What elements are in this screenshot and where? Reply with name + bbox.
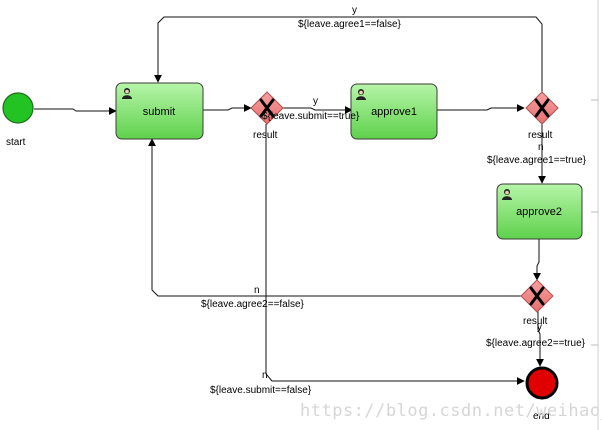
flow-submit-to-gateway1[interactable] <box>203 104 252 112</box>
task-approve1[interactable]: approve1 <box>350 83 438 140</box>
gateway-1-label: result <box>253 130 278 141</box>
gateway-2-label: result <box>528 130 553 141</box>
flow-label-g3-end-condition: ${leave.agree2==true} <box>486 338 586 349</box>
flow-gateway1-to-end[interactable] <box>265 124 525 385</box>
flow-label-g3-submit-name: n <box>254 285 260 296</box>
end-event-label: end <box>533 411 550 422</box>
flow-label-g1-end-name: n <box>262 370 268 381</box>
exclusive-x-icon <box>529 286 545 306</box>
task-approve1-label: approve1 <box>371 106 417 118</box>
task-approve2[interactable]: approve2 <box>496 183 583 240</box>
flow-gateway3-to-submit[interactable] <box>148 138 521 297</box>
task-approve2-label: approve2 <box>516 206 562 218</box>
start-event-label: start <box>6 137 26 148</box>
gateway-1[interactable] <box>250 91 284 125</box>
task-submit-label: submit <box>143 106 175 118</box>
watermark-text: https://blog.csdn.net/weihao_ <box>300 401 602 421</box>
flow-label-g2-submit-condition: ${leave.agree1==false} <box>298 19 402 30</box>
start-event[interactable] <box>2 92 34 124</box>
flow-label-g2-approve2-name: n <box>538 142 544 153</box>
flow-approve2-to-gateway3[interactable] <box>533 239 541 281</box>
gateway-3-label: result <box>523 316 548 327</box>
flow-label-g1-approve1-condition: ${leave.submit==true} <box>262 111 360 122</box>
flow-label-g1-approve1-name: y <box>313 96 318 107</box>
flow-gateway3-to-end[interactable] <box>536 311 544 367</box>
flow-label-g3-submit-condition: ${leave.agree2==false} <box>201 299 305 310</box>
flow-label-g3-end-name: y <box>537 322 542 333</box>
flow-approve1-to-gateway2[interactable] <box>437 104 525 112</box>
task-submit[interactable]: submit <box>115 82 204 140</box>
flow-gateway1-to-approve1[interactable] <box>283 106 353 114</box>
flow-label-g1-end-condition: ${leave.submit==false} <box>210 385 312 396</box>
end-event[interactable] <box>525 366 559 400</box>
flow-gateway2-to-submit[interactable] <box>154 16 543 92</box>
gateway-3[interactable] <box>520 279 554 313</box>
exclusive-x-icon <box>259 98 275 118</box>
flow-label-g2-approve2-condition: ${leave.agree1==true} <box>487 155 587 166</box>
gateway-2[interactable] <box>525 91 559 125</box>
exclusive-x-icon <box>534 98 550 118</box>
flow-start-to-submit[interactable] <box>34 107 117 115</box>
flow-label-g2-submit-name: y <box>352 5 357 16</box>
